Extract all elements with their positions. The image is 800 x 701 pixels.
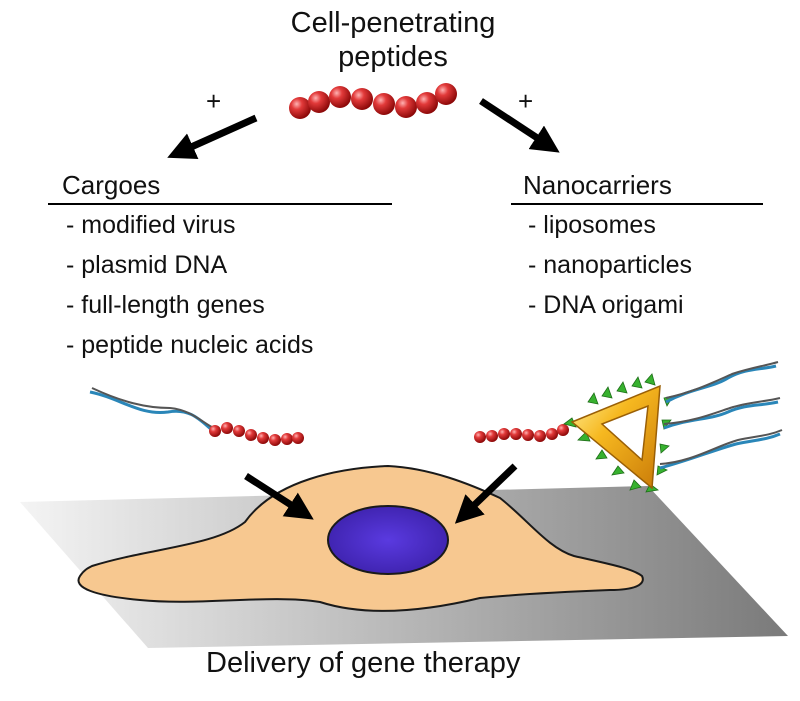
cargo-item: - full-length genes <box>66 291 265 319</box>
peptide-bead <box>534 430 546 442</box>
cargo-item: - modified virus <box>66 211 236 239</box>
peptide-bead <box>498 428 510 440</box>
cargo-conjugate <box>89 387 304 446</box>
peptide-bead <box>546 428 558 440</box>
peptide-bead <box>416 92 438 114</box>
peptide-bead <box>221 422 233 434</box>
nucleus <box>327 505 449 575</box>
nucleic-acid-strand <box>665 364 777 404</box>
cargoes-list: - modified virus - plasmid DNA - full-le… <box>66 205 313 365</box>
peptide-bead <box>257 432 269 444</box>
caption: Delivery of gene therapy <box>206 647 521 679</box>
peptide-bead <box>373 93 395 115</box>
nanocarrier-item: - DNA origami <box>528 291 684 319</box>
title-line-1: Cell-penetrating <box>290 7 496 39</box>
peptide-bead <box>308 91 330 113</box>
plus-sign-left: + <box>206 86 222 116</box>
peptide-bead <box>233 425 245 437</box>
nucleic-acid-strand <box>663 400 779 430</box>
peptide-bead <box>435 83 457 105</box>
nucleic-acid-strand <box>89 390 213 432</box>
nucleic-acid-strand-back <box>91 387 215 429</box>
cargoes-heading: Cargoes <box>62 170 161 200</box>
nanocarrier-item: - liposomes <box>528 211 656 239</box>
peptide-bead <box>351 88 373 110</box>
arrow-to-cargoes <box>167 114 258 160</box>
peptide-bead <box>557 424 569 436</box>
nucleic-acid-strand <box>659 432 781 470</box>
cargo-item: - plasmid DNA <box>66 251 228 279</box>
peptide-bead <box>486 430 498 442</box>
peptide-chain-top <box>289 83 457 119</box>
title: Cell-penetrating peptides <box>258 6 528 74</box>
nanocarriers-list: - liposomes - nanoparticles - DNA origam… <box>528 205 692 325</box>
nanocarrier-conjugate <box>474 361 783 493</box>
dna-origami-frame <box>570 384 661 490</box>
peptide-bead <box>209 425 221 437</box>
arrow-nanocarrier-into-cell <box>454 463 518 524</box>
nanocarriers-heading: Nanocarriers <box>523 170 672 200</box>
peptide-bead <box>281 433 293 445</box>
peptide-bead <box>292 432 304 444</box>
cargo-item: - peptide nucleic acids <box>66 331 314 359</box>
arrow-cargo-into-cell <box>244 473 314 520</box>
peptide-bead <box>474 431 486 443</box>
peptide-bead <box>245 429 257 441</box>
peptide-bead <box>269 434 281 446</box>
nanocarrier-item: - nanoparticles <box>528 251 692 279</box>
peptide-bead <box>395 96 417 118</box>
plus-sign-right: + <box>518 86 534 116</box>
peptide-bead <box>510 428 522 440</box>
nucleic-acid-strand-back <box>665 361 779 399</box>
arrow-to-nanocarriers <box>479 98 560 153</box>
peptide-bead <box>329 86 351 108</box>
title-line-2: peptides <box>338 41 448 73</box>
peptide-bead <box>522 429 534 441</box>
nucleic-acid-strand-back <box>663 397 781 425</box>
nucleic-acid-strand-back <box>659 429 783 465</box>
peptide-bead <box>289 97 311 119</box>
